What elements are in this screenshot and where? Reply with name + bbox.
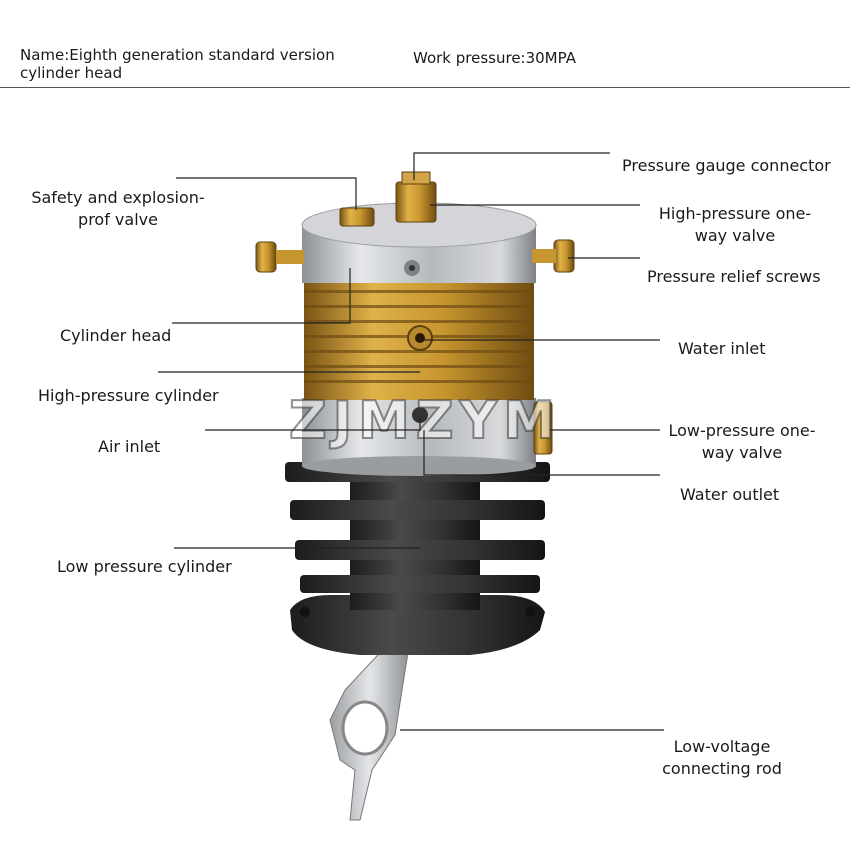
connecting-rod bbox=[329, 639, 411, 821]
label-safety-valve-line2: prof valve bbox=[78, 210, 158, 229]
leader-lines bbox=[158, 152, 664, 731]
label-high-pressure-valve-line1: High-pressure one- bbox=[658, 204, 812, 223]
label-safety-valve-line1: Safety and explosion- bbox=[31, 188, 205, 207]
product-name-line2: cylinder head bbox=[20, 64, 123, 82]
label-low-pressure-valve-line1: Low-pressure one- bbox=[668, 421, 816, 440]
label-water-inlet: Water inlet bbox=[678, 339, 766, 358]
watermark: ZJMZYM bbox=[289, 391, 561, 451]
label-high-pressure-valve: High-pressure one- way valve bbox=[645, 203, 825, 247]
high-pressure-cylinder bbox=[304, 278, 534, 400]
low-pressure-cylinder bbox=[285, 462, 550, 655]
label-pressure-relief-screws: Pressure relief screws bbox=[647, 267, 821, 286]
label-low-pressure-valve-line2: way valve bbox=[701, 443, 783, 462]
header-divider bbox=[0, 87, 850, 88]
label-low-pressure-valve: Low-pressure one- way valve bbox=[662, 420, 822, 464]
label-high-pressure-cylinder: High-pressure cylinder bbox=[38, 386, 219, 405]
label-water-outlet: Water outlet bbox=[680, 485, 780, 504]
pressure-gauge-connector bbox=[395, 171, 437, 223]
label-connecting-rod: Low-voltage connecting rod bbox=[652, 736, 792, 780]
label-cylinder-head: Cylinder head bbox=[60, 326, 172, 345]
product-name-line1: Name:Eighth generation standard version bbox=[20, 46, 335, 64]
label-high-pressure-valve-line2: way valve bbox=[694, 226, 776, 245]
label-low-pressure-cylinder: Low pressure cylinder bbox=[57, 557, 232, 576]
air-inlet-port bbox=[412, 407, 428, 423]
relief-screw-right bbox=[532, 239, 575, 273]
label-safety-valve: Safety and explosion- prof valve bbox=[18, 187, 218, 231]
label-connecting-rod-line1: Low-voltage bbox=[673, 737, 771, 756]
safety-valve bbox=[339, 207, 375, 227]
relief-screw-left bbox=[255, 241, 304, 273]
product-name: Name:Eighth generation standard version … bbox=[20, 46, 335, 82]
work-pressure: Work pressure:30MPA bbox=[413, 49, 576, 67]
label-pressure-gauge-connector: Pressure gauge connector bbox=[622, 156, 831, 175]
low-pressure-valve bbox=[533, 401, 553, 455]
label-air-inlet: Air inlet bbox=[98, 437, 161, 456]
label-connecting-rod-line2: connecting rod bbox=[662, 759, 782, 778]
